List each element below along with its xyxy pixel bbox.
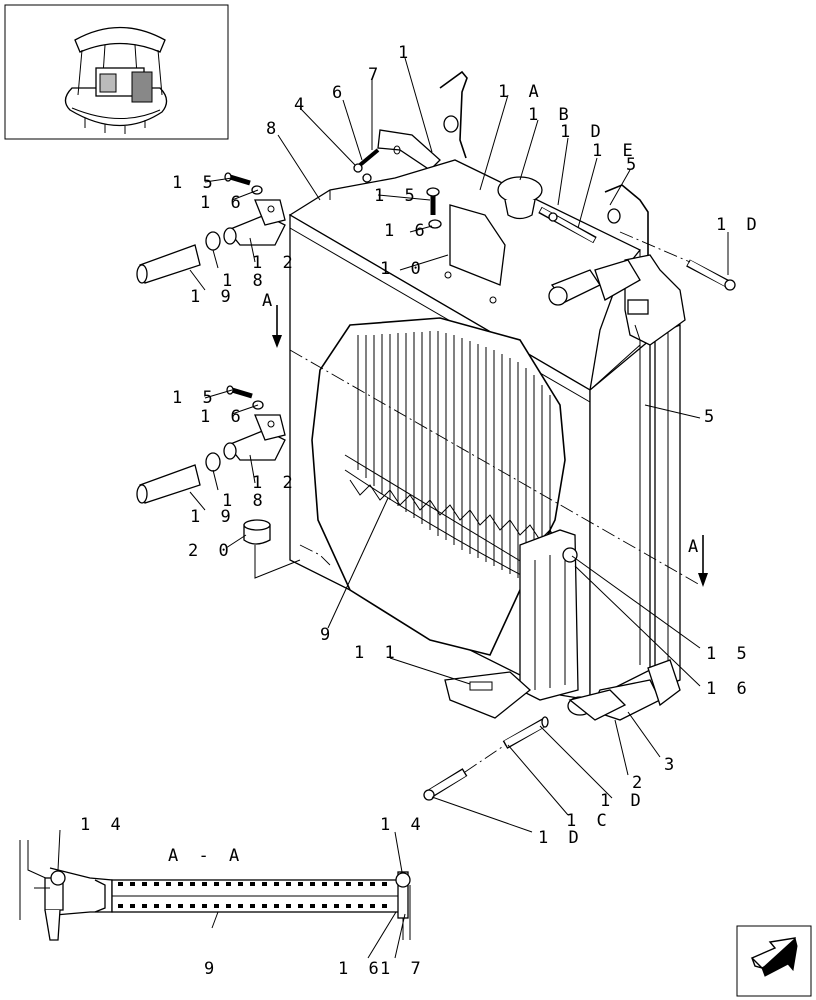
top-bracket-plate	[444, 204, 506, 304]
top-mounting-bracket	[377, 70, 649, 271]
callout-10: 1 0	[380, 259, 426, 279]
upper-hose-fitting	[136, 172, 286, 284]
machine-thumbnail-icon[interactable]	[4, 4, 229, 140]
callout-17: 1 7	[380, 959, 426, 979]
drain-plug	[243, 519, 271, 545]
callout-1c: 1 C	[566, 811, 612, 831]
section-fin-slots	[118, 882, 387, 908]
callout-16: 1 6	[200, 193, 246, 213]
section-aa-detail	[19, 829, 411, 959]
callout-1b: 1 B	[528, 105, 574, 125]
callout-1d: 1 D	[538, 828, 584, 848]
callout-15: 1 5	[374, 186, 420, 206]
callout-14: 1 4	[380, 815, 426, 835]
callout-18: 1 8	[222, 491, 268, 511]
callout-7: 7	[368, 65, 383, 85]
bottom-pins	[423, 716, 549, 801]
callout-12: 1 2	[252, 253, 298, 273]
callout-15: 1 5	[706, 644, 752, 664]
callout-1d: 1 D	[600, 791, 646, 811]
section-label-a: A	[688, 537, 703, 557]
callout-19: 1 9	[190, 287, 236, 307]
callout-18: 1 8	[222, 271, 268, 291]
callout-20: 2 0	[188, 541, 234, 561]
callout-2: 2	[632, 773, 647, 793]
pin-1d-right	[686, 259, 736, 291]
callout-9: 9	[320, 625, 335, 645]
callout-1d: 1 D	[716, 215, 762, 235]
callout-1a: 1 A	[498, 82, 544, 102]
callout-15: 1 5	[172, 173, 218, 193]
callout-12: 1 2	[252, 473, 298, 493]
callout-5: 5	[626, 155, 641, 175]
callout-16: 1 6	[338, 959, 384, 979]
lower-hose-fitting	[136, 385, 286, 504]
callout-16: 1 6	[706, 679, 752, 699]
callout-3: 3	[664, 755, 679, 775]
callout-1d: 1 D	[560, 122, 606, 142]
callout-4: 4	[294, 95, 309, 115]
leader-lines	[189, 57, 729, 833]
callout-16: 1 6	[384, 221, 430, 241]
callout-14: 1 4	[80, 815, 126, 835]
right-side-tank	[624, 254, 686, 691]
callout-11: 1 1	[354, 643, 400, 663]
section-lines	[254, 231, 701, 773]
bottom-outlet	[567, 689, 627, 721]
callout-1e: 1 E	[592, 141, 638, 161]
section-title-aa: A - A	[168, 846, 244, 866]
radiator-cap	[497, 176, 543, 220]
callout-15: 1 5	[172, 388, 218, 408]
callout-19: 1 9	[190, 507, 236, 527]
callout-8: 8	[266, 119, 281, 139]
upper-inlet	[548, 259, 641, 306]
callout-9: 9	[204, 959, 219, 979]
next-page-arrow-icon[interactable]	[736, 925, 812, 997]
section-label-a: A	[262, 291, 277, 311]
bottom-bracket	[444, 671, 532, 719]
callout-labels: 1 1 A 1 B 1 D 1 E 5 7 6 4 8 1 5 1 6 1 5 …	[80, 43, 762, 979]
section-arrow-left	[272, 305, 282, 348]
section-arrow-right	[698, 535, 708, 587]
callout-5: 5	[704, 407, 719, 427]
callout-6: 6	[332, 83, 347, 103]
overflow-tube	[538, 206, 597, 244]
callout-1: 1	[398, 43, 413, 63]
callout-16: 1 6	[200, 407, 246, 427]
